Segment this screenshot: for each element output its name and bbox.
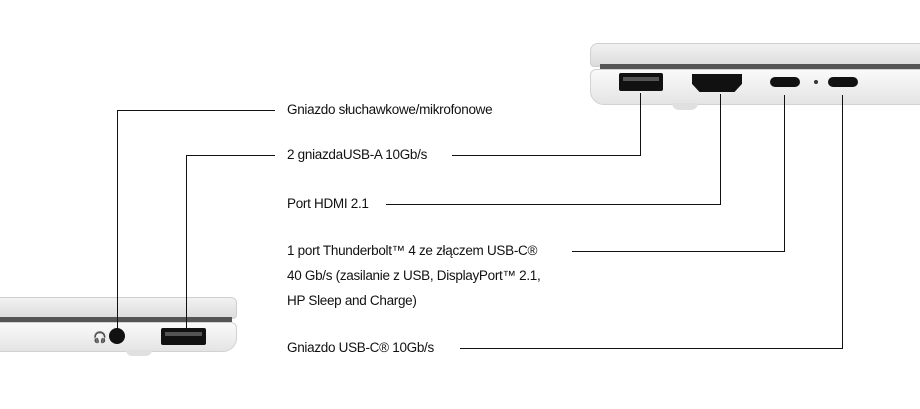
leader-thunderbolt-h: [572, 251, 785, 252]
leader-hdmi-v: [720, 94, 721, 205]
label-thunderbolt-3: HP Sleep and Charge): [287, 293, 417, 308]
leader-hdmi-h: [386, 204, 721, 205]
headphone-jack: [109, 328, 125, 344]
leader-usba-left-v: [186, 155, 187, 330]
label-headphone: Gniazdo słuchawkowe/mikrofonowe: [287, 102, 493, 117]
usb-a-port: [161, 328, 206, 345]
usb-a-port: [619, 73, 663, 91]
label-usb-c: Gniazdo USB-C® 10Gb/s: [287, 340, 434, 355]
label-hdmi: Port HDMI 2.1: [287, 196, 369, 211]
leader-usba-right-v: [640, 93, 641, 156]
hdmi-port: [692, 74, 742, 92]
laptop-lid: [0, 297, 237, 319]
headphone-icon: 🎧: [93, 332, 107, 344]
label-thunderbolt-2: 40 Gb/s (zasilanie z USB, DisplayPort™ 2…: [287, 268, 541, 283]
hinge-gap: [0, 317, 232, 322]
thunderbolt-port: [770, 77, 800, 87]
usb-c-port: [828, 77, 858, 87]
laptop-foot: [126, 350, 152, 356]
label-usb-a: 2 gniazdaUSB-A 10Gb/s: [287, 147, 428, 162]
leader-usba-left-h: [186, 155, 275, 156]
laptop-foot: [672, 103, 698, 110]
leader-usba-right-h: [452, 155, 641, 156]
hinge-gap: [600, 64, 920, 69]
laptop-lid: [590, 43, 920, 67]
charge-led: [814, 80, 818, 84]
leader-headphone-v: [117, 110, 118, 332]
leader-thunderbolt-v: [784, 95, 785, 252]
leader-usbc-h: [460, 348, 843, 349]
label-thunderbolt-1: 1 port Thunderbolt™ 4 ze złączem USB-C®: [287, 243, 538, 258]
leader-headphone-h: [117, 110, 275, 111]
leader-usbc-v: [842, 95, 843, 349]
